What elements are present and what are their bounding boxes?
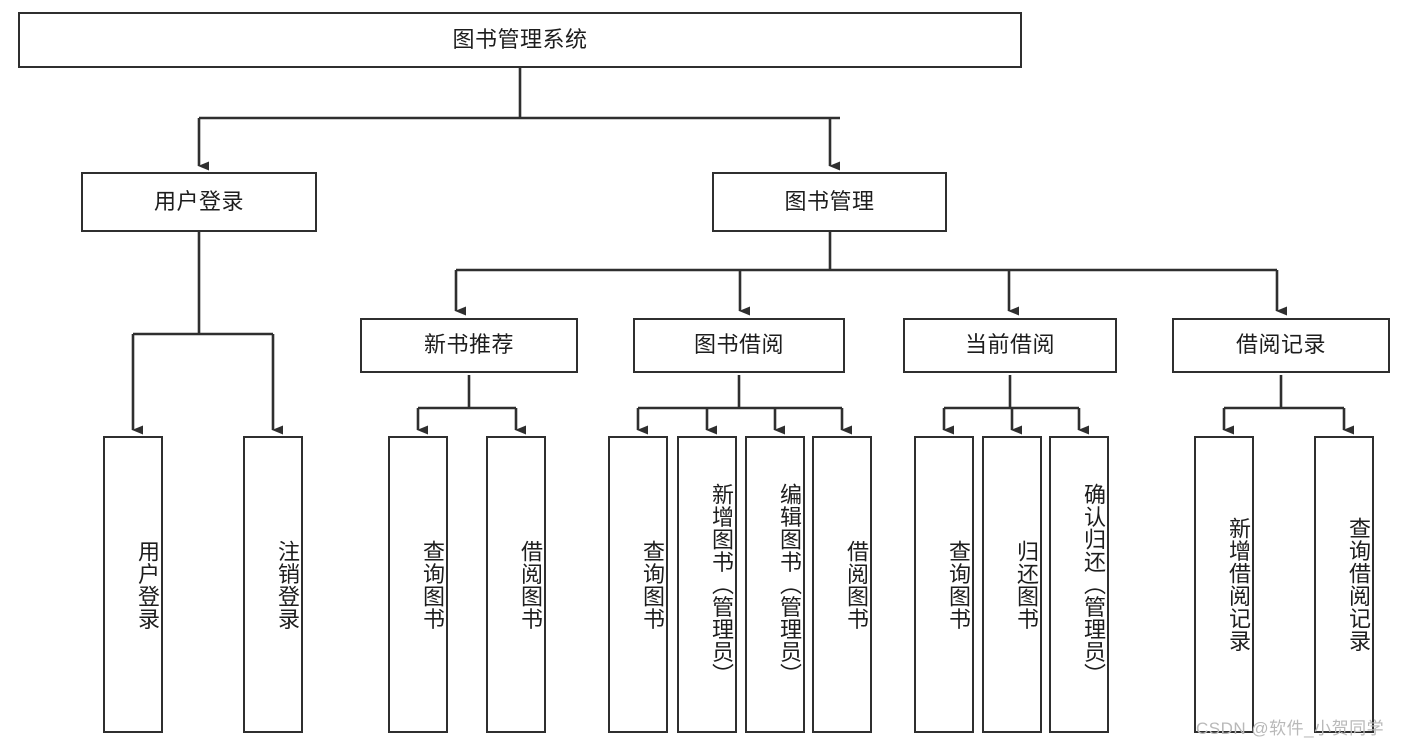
node-leaf-query-book-recommend[interactable]: 查询图书 bbox=[388, 436, 448, 733]
watermark-text: CSDN @软件_小贺同学 bbox=[1196, 719, 1385, 738]
node-label: 新增图书（管理员） bbox=[709, 483, 734, 686]
node-book-borrow[interactable]: 图书借阅 bbox=[633, 318, 845, 373]
node-user-login[interactable]: 用户登录 bbox=[81, 172, 317, 232]
node-label: 借阅记录 bbox=[1235, 332, 1326, 358]
node-current-borrow[interactable]: 当前借阅 bbox=[903, 318, 1117, 373]
node-leaf-borrow-book[interactable]: 借阅图书 bbox=[812, 436, 872, 733]
node-leaf-confirm-return-admin[interactable]: 确认归还（管理员） bbox=[1049, 436, 1109, 733]
node-label: 新增借阅记录 bbox=[1226, 517, 1251, 652]
node-label: 用户登录 bbox=[153, 188, 244, 214]
node-label: 用户登录 bbox=[135, 539, 160, 630]
node-label: 确认归还（管理员） bbox=[1081, 483, 1106, 686]
csdn-watermark: CSDN @软件_小贺同学 bbox=[1196, 714, 1384, 739]
node-label: 图书管理 bbox=[784, 188, 875, 214]
node-label: 查询图书 bbox=[640, 539, 665, 630]
node-label: 当前借阅 bbox=[964, 332, 1055, 358]
node-leaf-user-login[interactable]: 用户登录 bbox=[103, 436, 163, 733]
node-label: 借阅图书 bbox=[518, 539, 543, 630]
node-borrow-record[interactable]: 借阅记录 bbox=[1172, 318, 1390, 373]
node-label: 借阅图书 bbox=[844, 539, 869, 630]
node-new-book-recommend[interactable]: 新书推荐 bbox=[360, 318, 578, 373]
node-label: 查询图书 bbox=[946, 539, 971, 630]
node-leaf-query-borrow-record[interactable]: 查询借阅记录 bbox=[1314, 436, 1374, 733]
node-label: 图书管理系统 bbox=[452, 26, 588, 52]
node-label: 新书推荐 bbox=[423, 332, 514, 358]
node-leaf-add-borrow-record[interactable]: 新增借阅记录 bbox=[1194, 436, 1254, 733]
node-leaf-borrow-book-recommend[interactable]: 借阅图书 bbox=[486, 436, 546, 733]
node-label: 图书借阅 bbox=[693, 332, 784, 358]
node-book-management[interactable]: 图书管理 bbox=[712, 172, 947, 232]
node-label: 编辑图书（管理员） bbox=[777, 483, 802, 686]
node-label: 查询借阅记录 bbox=[1346, 517, 1371, 652]
node-label: 注销登录 bbox=[275, 539, 300, 630]
node-label: 归还图书 bbox=[1014, 539, 1039, 630]
node-leaf-query-book-borrow[interactable]: 查询图书 bbox=[608, 436, 668, 733]
node-leaf-return-book[interactable]: 归还图书 bbox=[982, 436, 1042, 733]
node-root-book-management-system[interactable]: 图书管理系统 bbox=[18, 12, 1022, 68]
node-leaf-user-logout[interactable]: 注销登录 bbox=[243, 436, 303, 733]
node-label: 查询图书 bbox=[420, 539, 445, 630]
node-leaf-edit-book-admin[interactable]: 编辑图书（管理员） bbox=[745, 436, 805, 733]
node-leaf-query-book-current[interactable]: 查询图书 bbox=[914, 436, 974, 733]
node-leaf-add-book-admin[interactable]: 新增图书（管理员） bbox=[677, 436, 737, 733]
